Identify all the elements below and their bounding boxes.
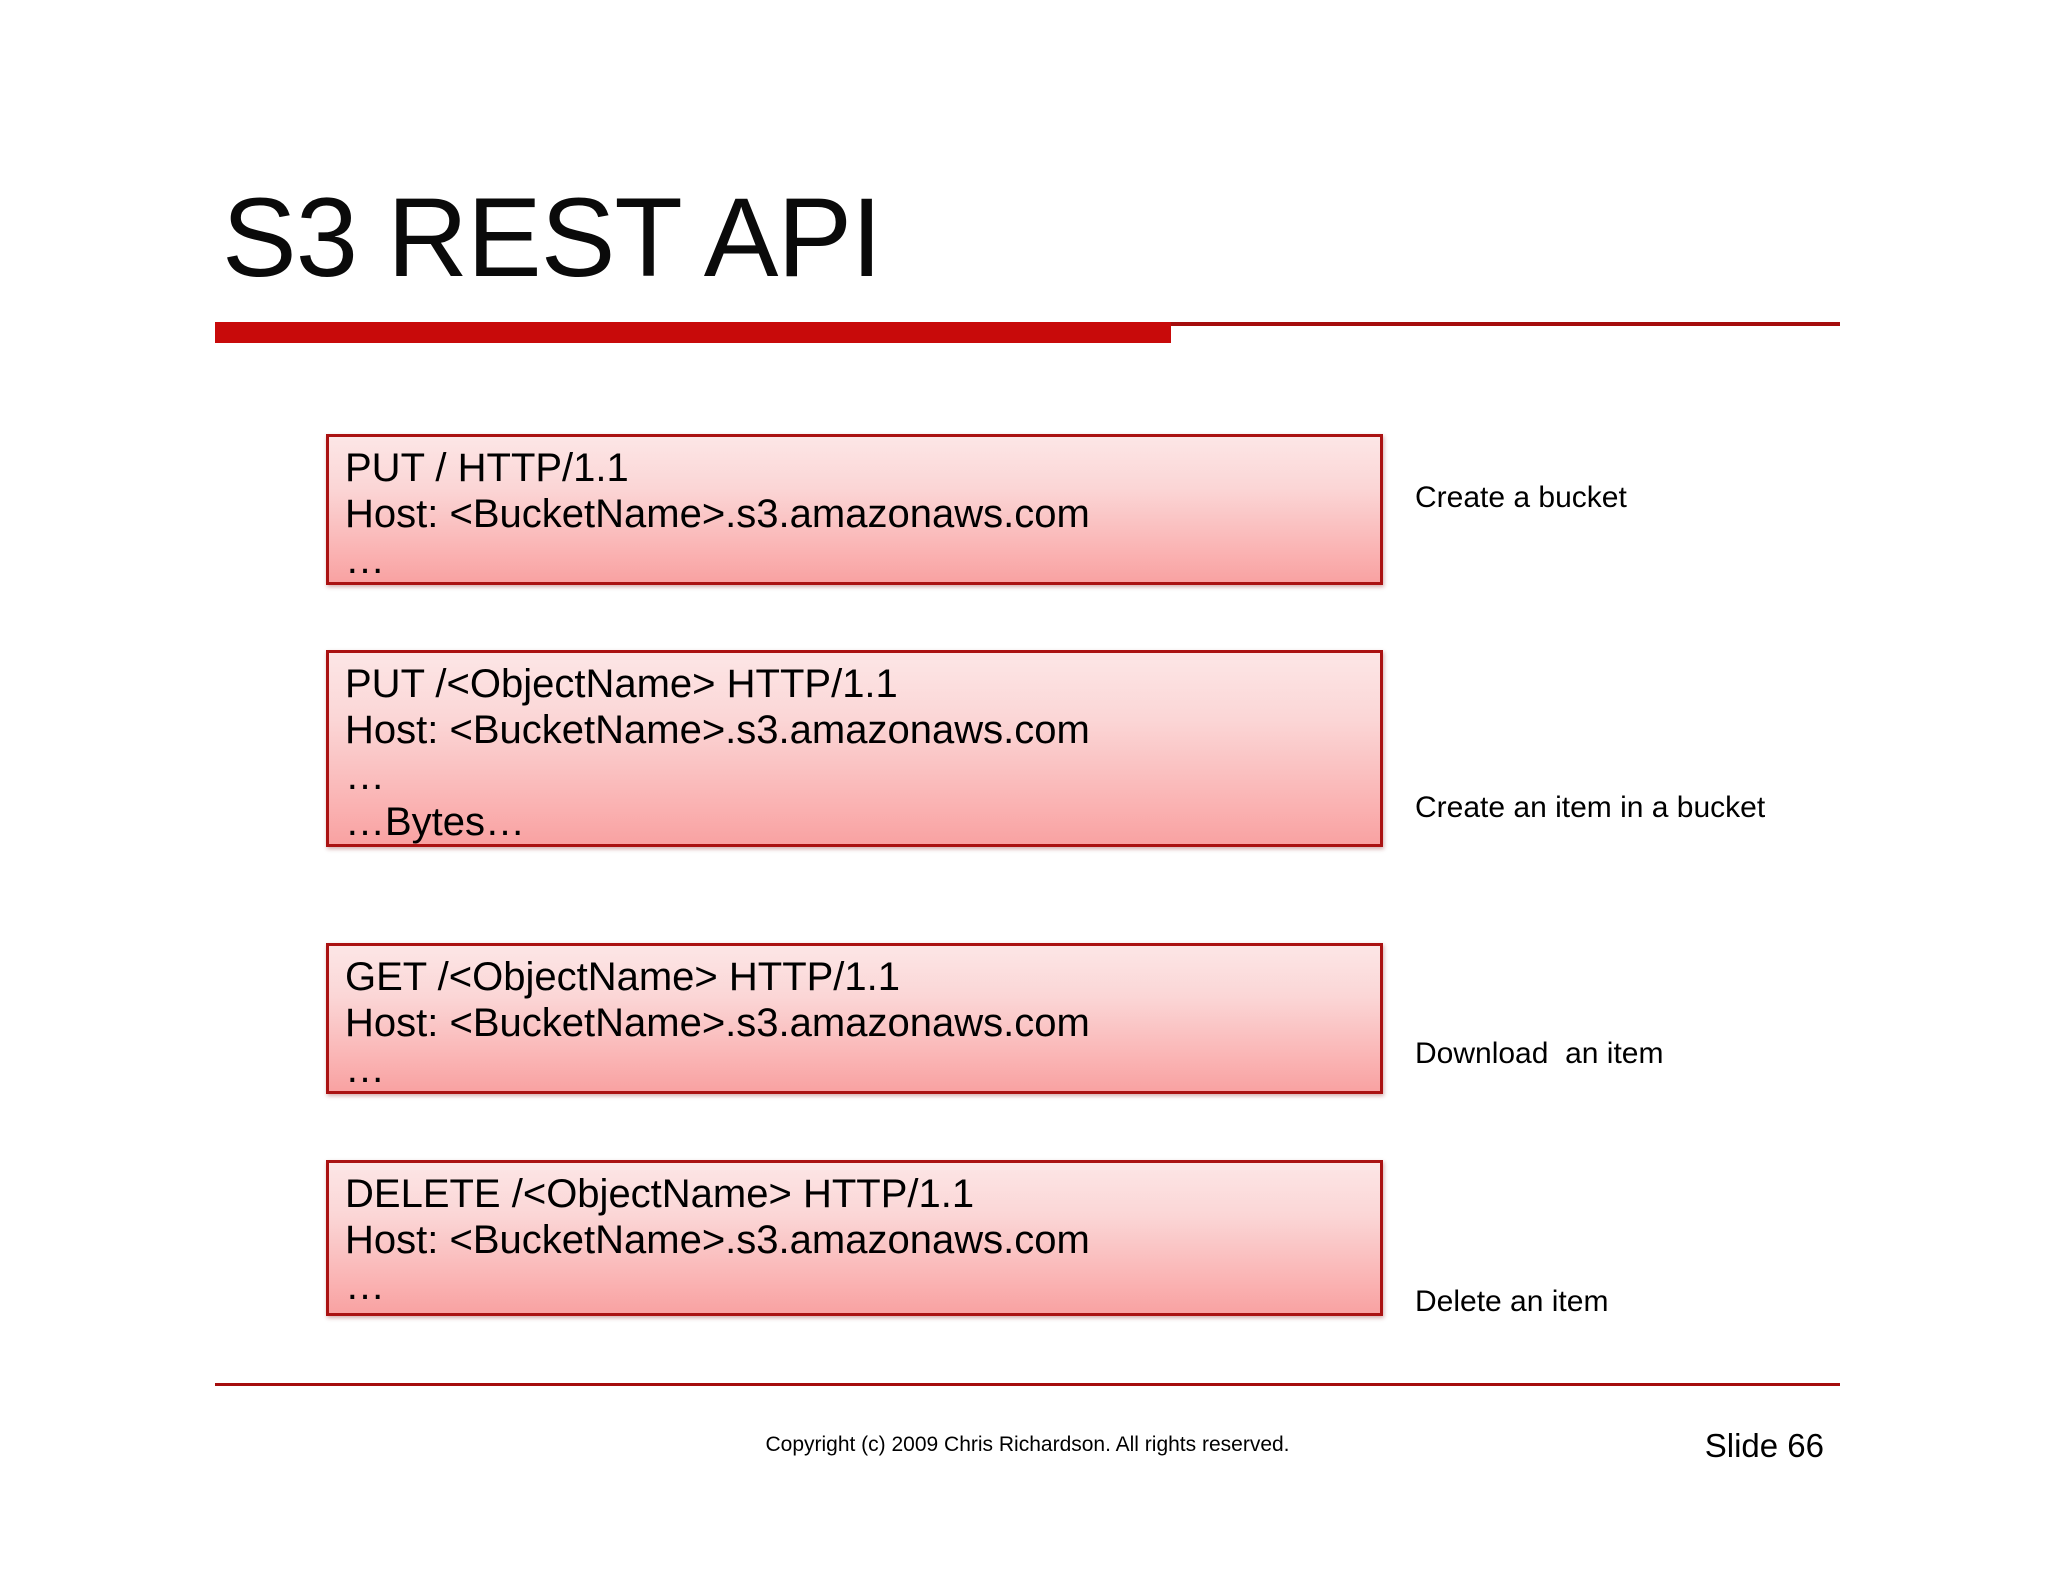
request-label-create-item: Create an item in a bucket [1415,791,1766,824]
footer-rule [215,1383,1840,1386]
request-code: DELETE /<ObjectName> HTTP/1.1 Host: <Buc… [345,1172,1090,1308]
slide-number: Slide 66 [1704,1427,1824,1464]
request-box-put-bucket: PUT / HTTP/1.1 Host: <BucketName>.s3.ama… [326,434,1383,585]
footer-copyright: Copyright (c) 2009 Chris Richardson. All… [765,1433,1290,1456]
request-label-download-item: Download an item [1415,1037,1664,1070]
request-box-delete-object: DELETE /<ObjectName> HTTP/1.1 Host: <Buc… [326,1160,1383,1316]
request-code: GET /<ObjectName> HTTP/1.1 Host: <Bucket… [345,955,1090,1091]
request-code: PUT / HTTP/1.1 Host: <BucketName>.s3.ama… [345,446,1090,582]
request-label-create-bucket: Create a bucket [1415,481,1627,514]
request-code: PUT /<ObjectName> HTTP/1.1 Host: <Bucket… [345,662,1090,844]
title-rule-thick [215,322,1171,343]
request-box-get-object: GET /<ObjectName> HTTP/1.1 Host: <Bucket… [326,943,1383,1094]
request-box-put-object: PUT /<ObjectName> HTTP/1.1 Host: <Bucket… [326,650,1383,847]
slide-title: S3 REST API [222,175,882,300]
request-label-delete-item: Delete an item [1415,1285,1609,1318]
